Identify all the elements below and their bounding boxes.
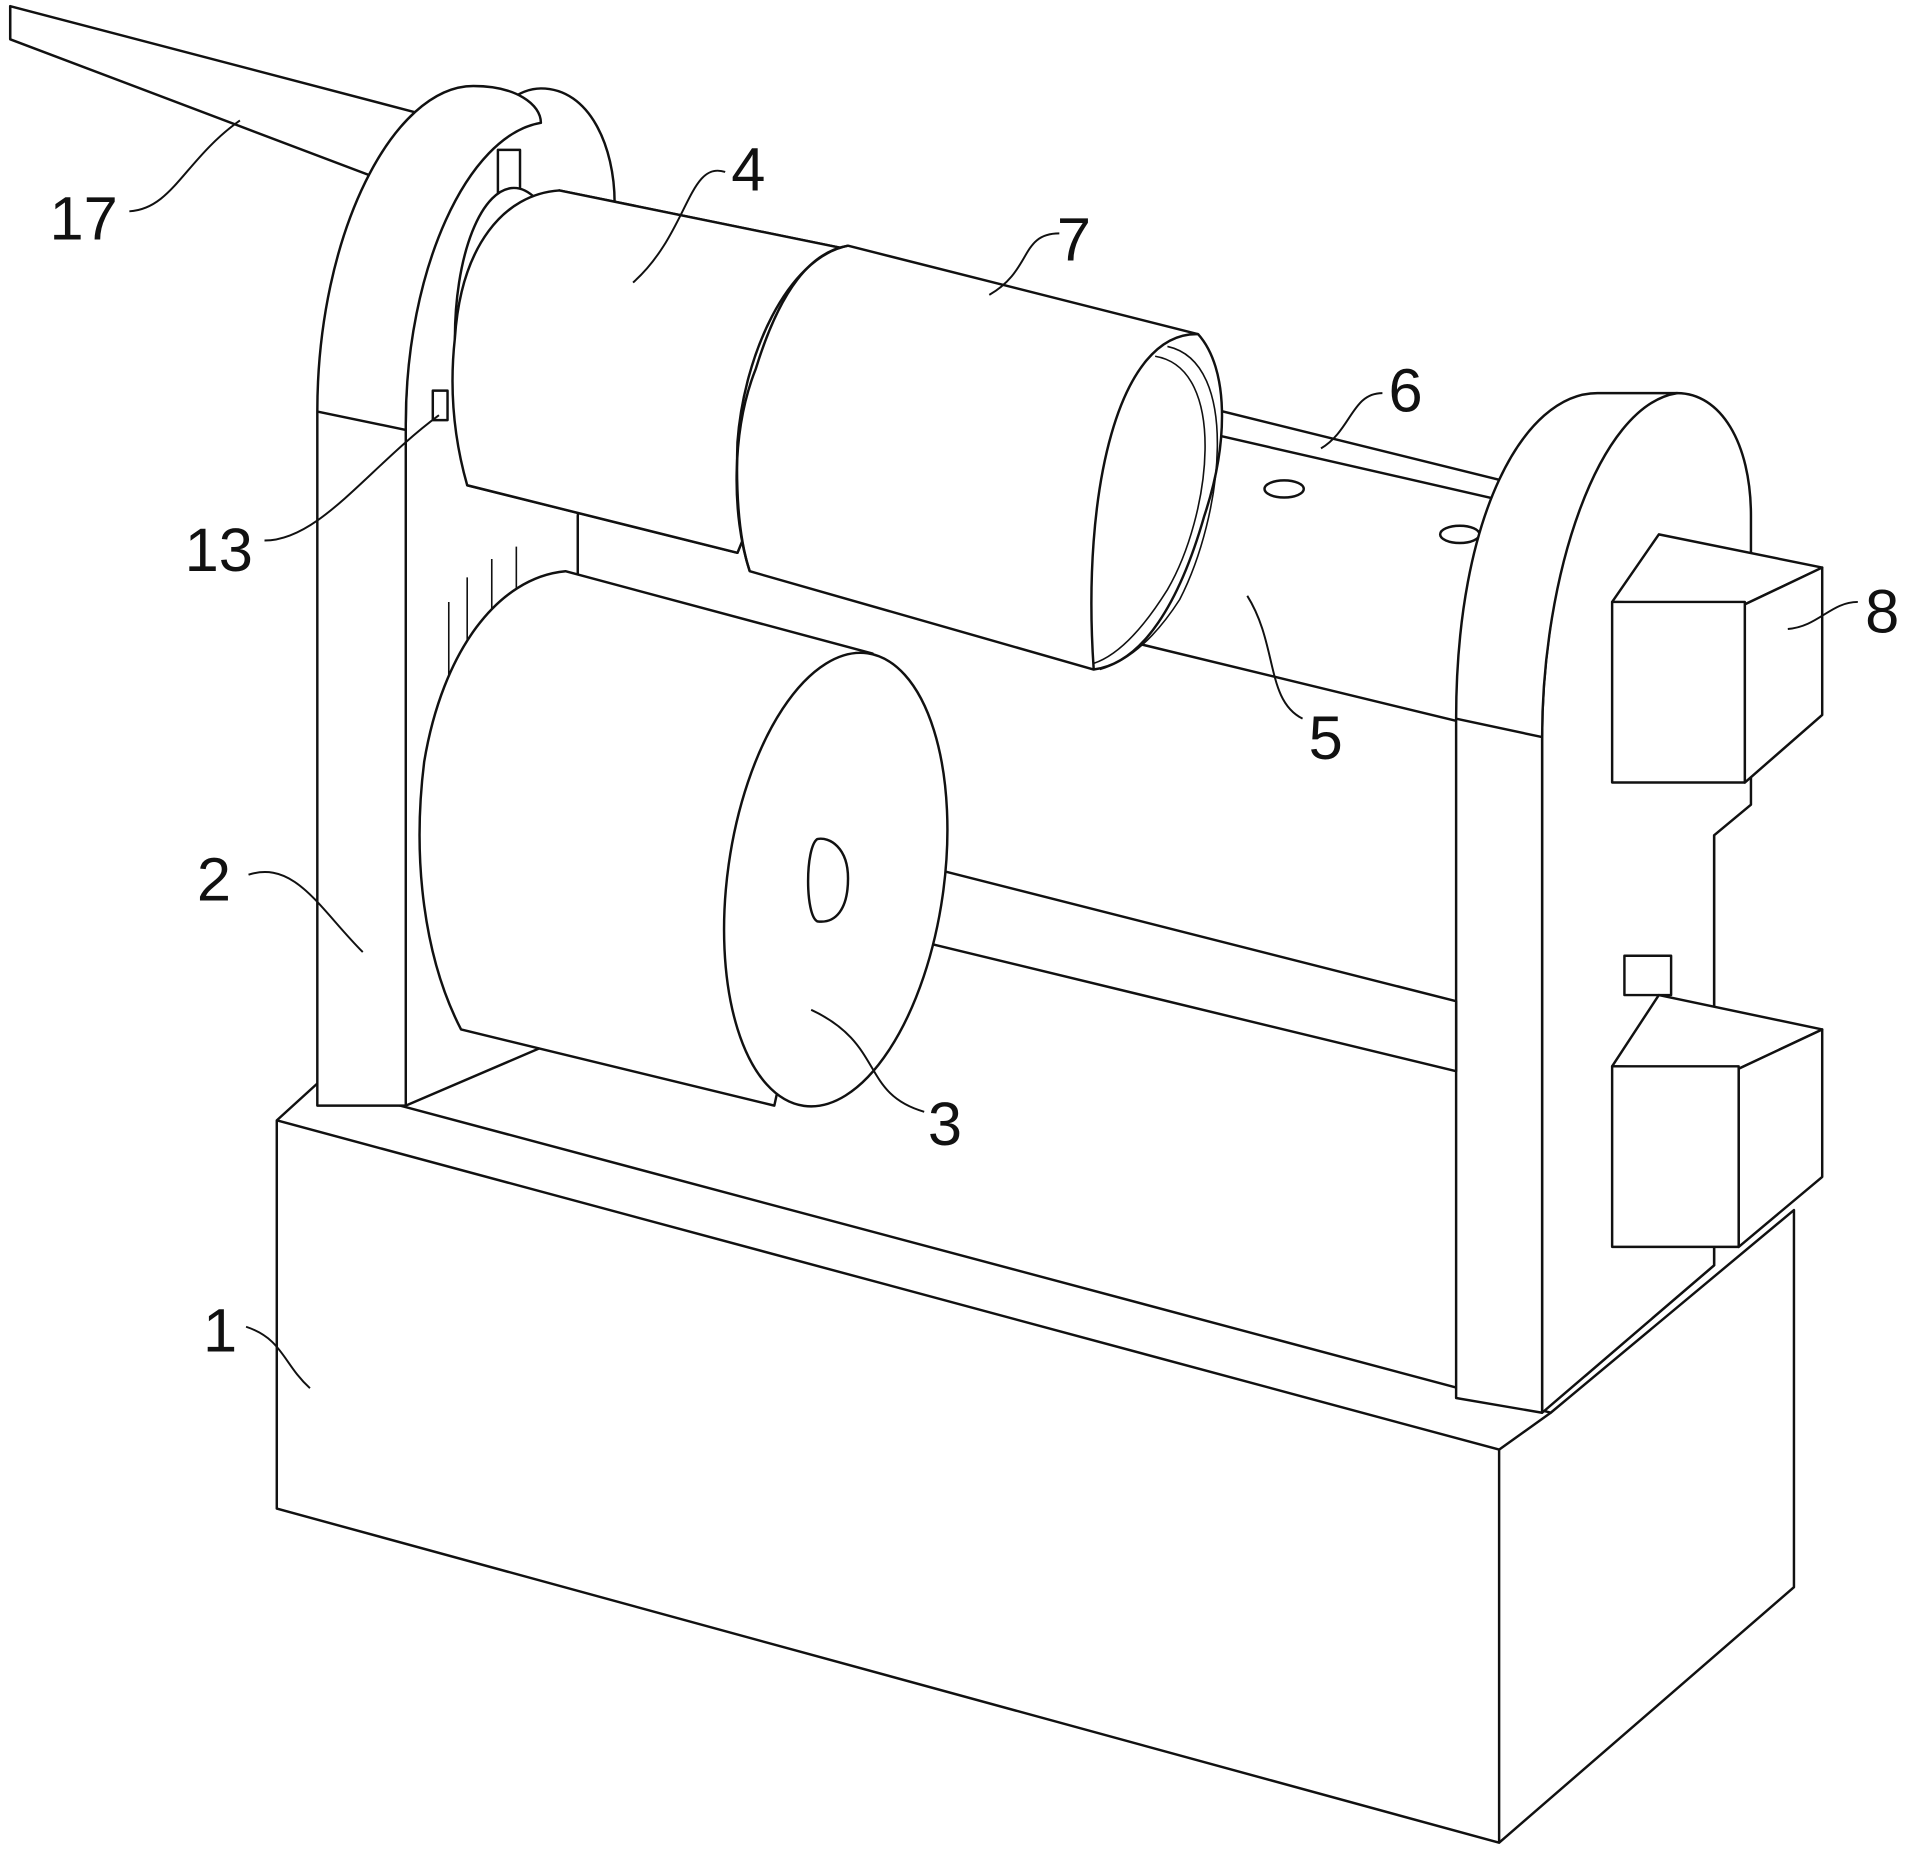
arm-17 bbox=[10, 6, 418, 184]
label-17: 17 bbox=[50, 185, 118, 254]
label-7: 7 bbox=[1057, 205, 1091, 274]
label-6: 6 bbox=[1389, 357, 1423, 426]
label-1: 1 bbox=[203, 1296, 237, 1365]
label-8: 8 bbox=[1865, 578, 1899, 647]
label-13: 13 bbox=[185, 516, 253, 585]
label-3: 3 bbox=[928, 1090, 962, 1159]
label-4: 4 bbox=[731, 135, 765, 204]
label-5: 5 bbox=[1309, 704, 1343, 773]
motor-box-8 bbox=[1612, 534, 1822, 782]
sensor-13 bbox=[433, 391, 448, 420]
sleeve-7 bbox=[737, 246, 1222, 670]
label-2: 2 bbox=[197, 845, 231, 914]
